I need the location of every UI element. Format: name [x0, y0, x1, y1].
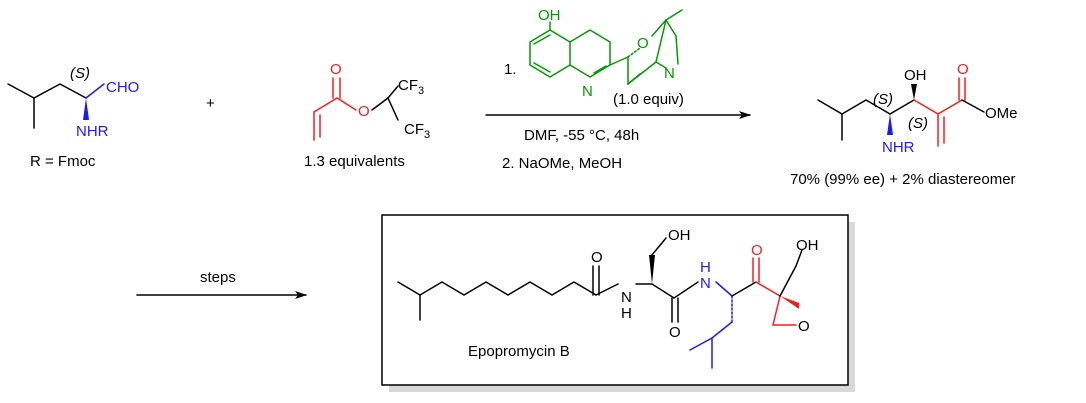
product-stereo-label-1: (S) [873, 91, 893, 108]
product-ome-label: OMe [985, 105, 1018, 122]
aldehyde-stereo-label: (S) [70, 65, 90, 82]
aldehyde-structure: (S) CHO NHR R = Fmoc [7, 65, 139, 170]
catalyst-equivalents: (1.0 equiv) [613, 91, 684, 108]
product-oh-label: OH [904, 67, 927, 84]
catalyst-bridge-n-label: N [664, 65, 675, 82]
step1-number: 1. [504, 61, 517, 78]
acrylate-structure: O O CF3 CF3 1.3 equivalents [304, 61, 430, 170]
catalyst-hydroxyl-label: OH [538, 7, 561, 24]
acrylate-equivalents: 1.3 equivalents [304, 153, 405, 170]
epopromycin-amide-o2: O [669, 324, 681, 341]
plus-sign: + [206, 95, 215, 112]
product-carbonyl-o: O [957, 61, 969, 78]
epopromycin-h1: H [621, 305, 632, 322]
product-stereo-label-2: (S) [908, 115, 928, 132]
product-yield: 70% (99% ee) + 2% diastereomer [790, 171, 1016, 188]
epopromycin-name: Epopromycin B [468, 343, 570, 360]
acrylate-ester-o: O [358, 103, 370, 120]
epopromycin-structure: O N H OH O N H O OH O Epopromycin B [397, 227, 819, 369]
epopromycin-ketone-o: O [751, 242, 763, 259]
acrylate-carbonyl-o: O [330, 61, 342, 78]
reaction-solvent-conditions: DMF, -55 °C, 48h [524, 127, 639, 144]
epopromycin-n2: N [700, 275, 711, 292]
product-nhr-label: NHR [882, 139, 915, 156]
catalyst-ring-n-label: N [582, 83, 593, 100]
epopromycin-oh1: OH [668, 227, 691, 244]
epopromycin-epoxide-o: O [798, 318, 810, 335]
reaction-step2: 2. NaOMe, MeOH [502, 155, 622, 172]
aldehyde-r-definition: R = Fmoc [30, 153, 96, 170]
epopromycin-h2: H [700, 259, 711, 276]
steps-label: steps [200, 269, 236, 286]
epopromycin-oh2: OH [796, 237, 819, 254]
catalyst-structure: OH N O N [529, 7, 683, 100]
epopromycin-n1: N [621, 289, 632, 306]
product-structure: OH O OMe (S) (S) NHR 70% (99% ee) + 2% d… [790, 61, 1018, 188]
acrylate-cf3-top: CF3 [398, 77, 424, 97]
acrylate-cf3-bottom: CF3 [404, 121, 430, 141]
catalyst-ether-o-label: O [637, 35, 649, 52]
aldehyde-nhr-label: NHR [76, 123, 109, 140]
epopromycin-amide-o1: O [591, 249, 603, 266]
aldehyde-cho-label: CHO [106, 79, 139, 96]
epopromycin-box [381, 214, 855, 392]
